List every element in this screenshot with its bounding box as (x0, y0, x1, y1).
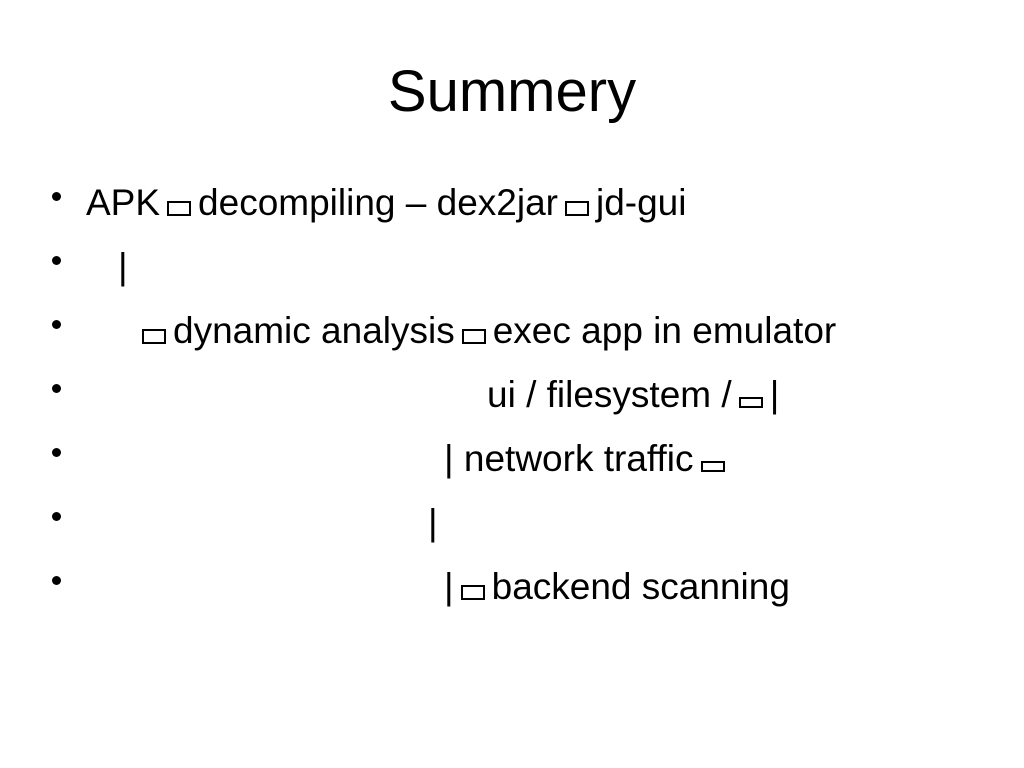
bullet-segment-text: | network traffic (444, 438, 694, 479)
bullet-point-icon (52, 320, 64, 332)
bullet-segment-text: ui / filesystem / (487, 374, 732, 415)
bullet-segment-text: jd-gui (595, 182, 687, 223)
bullet-segment-text: | (118, 246, 128, 287)
page-title: Summery (387, 59, 637, 124)
list-item-text: APK decompiling – dex2jar jd-gui (86, 178, 686, 228)
missing-glyph-box-icon (738, 397, 763, 408)
bullet-point-icon (52, 192, 64, 204)
list-item-text: ui / filesystem / | (487, 370, 779, 420)
bullet-point-icon (52, 576, 64, 588)
list-item: | (0, 498, 1024, 562)
bullet-segment-text: dynamic analysis (173, 310, 455, 351)
bullet-list: APK decompiling – dex2jar jd-gui | dynamic… (0, 178, 1024, 626)
missing-glyph-box-icon (460, 585, 485, 600)
list-item-text: | (428, 498, 438, 548)
list-item: | backend scanning (0, 562, 1024, 626)
list-item-text: | (118, 242, 128, 292)
list-item: | network traffic (0, 434, 1024, 498)
bullet-segment-text: | (428, 502, 438, 543)
bullet-segment-text: exec app in emulator (492, 310, 837, 351)
bullet-point-icon (52, 384, 64, 396)
bullet-segment-text: | (444, 566, 454, 607)
missing-glyph-box-icon (461, 329, 486, 344)
missing-glyph-box-icon (142, 329, 166, 344)
bullet-point-icon (52, 448, 64, 460)
list-item-text: | backend scanning (444, 562, 790, 612)
list-item: | (0, 242, 1024, 306)
list-item-text: dynamic analysis exec app in emulator (135, 306, 836, 356)
missing-glyph-box-icon (700, 461, 725, 472)
bullet-point-icon (52, 512, 64, 524)
bullet-segment-text: backend scanning (491, 566, 790, 607)
list-item: APK decompiling – dex2jar jd-gui (0, 178, 1024, 242)
list-item: dynamic analysis exec app in emulator (0, 306, 1024, 370)
missing-glyph-box-icon (564, 201, 589, 216)
bullet-point-icon (52, 256, 64, 268)
bullet-segment-text: decompiling – dex2jar (198, 182, 558, 223)
bullet-segment-text: APK (86, 182, 161, 223)
list-item-text: | network traffic (444, 434, 732, 484)
missing-glyph-box-icon (167, 201, 192, 216)
bullet-segment-text: | (769, 374, 780, 415)
list-item: ui / filesystem / | (0, 370, 1024, 434)
